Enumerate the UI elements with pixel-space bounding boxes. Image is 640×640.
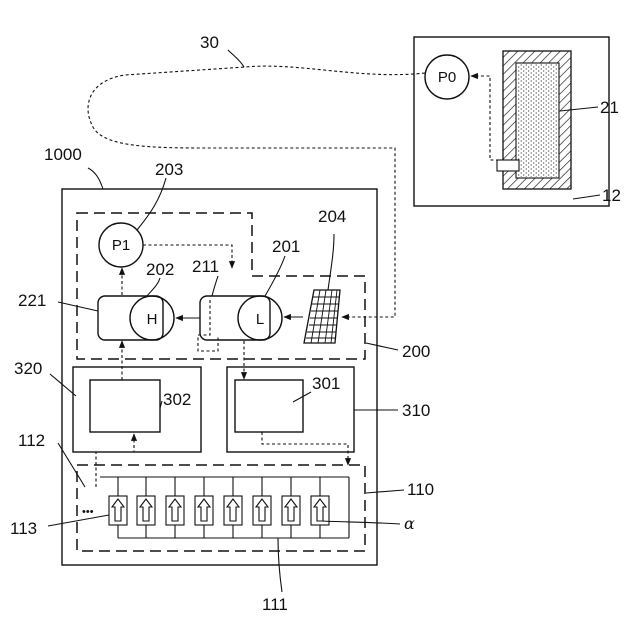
pump-p1-symbol: P1 [112,237,130,254]
leader-110 [366,490,404,493]
cell-array [109,477,329,538]
label-tube: 30 [200,33,219,52]
right-to-array-line [262,432,348,465]
label-right-module-inner: 301 [312,374,340,393]
label-filter: 204 [318,207,346,226]
leader-320 [50,374,76,396]
left-module-inner [90,380,160,432]
label-low-chamber: 201 [272,237,300,256]
low-chamber-symbol: L [256,311,264,328]
tube-30 [88,66,425,317]
tank-outlet-port [497,160,519,171]
pump-p0-symbol: P0 [438,69,456,86]
leader-301 [293,392,311,402]
tank-liquid-dots [517,64,558,177]
tank-to-p0-line [471,76,499,160]
label-left-module: 320 [14,359,42,378]
cell-ellipsis: ••• [82,506,94,518]
cell [224,477,242,538]
leader-203 [137,178,166,230]
leader-30 [228,50,244,67]
label-cell: 113 [10,519,37,538]
array-to-left-inner-line [96,434,134,487]
label-bus: 111 [262,595,288,614]
label-high-sub: 221 [18,291,46,310]
low-sub-bypass [198,300,218,351]
right-module-inner [235,380,303,432]
label-apparatus: 1000 [44,145,82,164]
cell [137,477,155,538]
cell [109,477,127,538]
label-array-box: 110 [407,480,434,499]
cell [282,477,300,538]
leader-221 [58,302,98,311]
label-alpha: α [404,514,415,533]
label-array-line: 112 [18,431,45,450]
leader-1000 [88,168,103,189]
label-tank: 21 [600,98,619,117]
label-low-sub: 211 [192,257,219,276]
leader-200 [366,343,398,350]
label-supply-unit: 12 [602,186,621,205]
leader-202 [147,278,160,296]
label-right-module: 310 [402,401,430,420]
cell [166,477,184,538]
cell [253,477,271,538]
high-chamber-symbol: H [147,311,158,328]
label-pump-p1: 203 [155,160,183,179]
leader-211 [212,276,218,296]
label-module-200: 200 [402,342,430,361]
cell [311,477,329,538]
label-left-module-inner: 302 [163,390,191,409]
label-high-chamber: 202 [146,260,174,279]
leader-12 [573,195,600,199]
leader-204 [328,234,334,290]
leader-113 [48,515,109,526]
leader-alpha [322,521,400,524]
cell [195,477,213,538]
